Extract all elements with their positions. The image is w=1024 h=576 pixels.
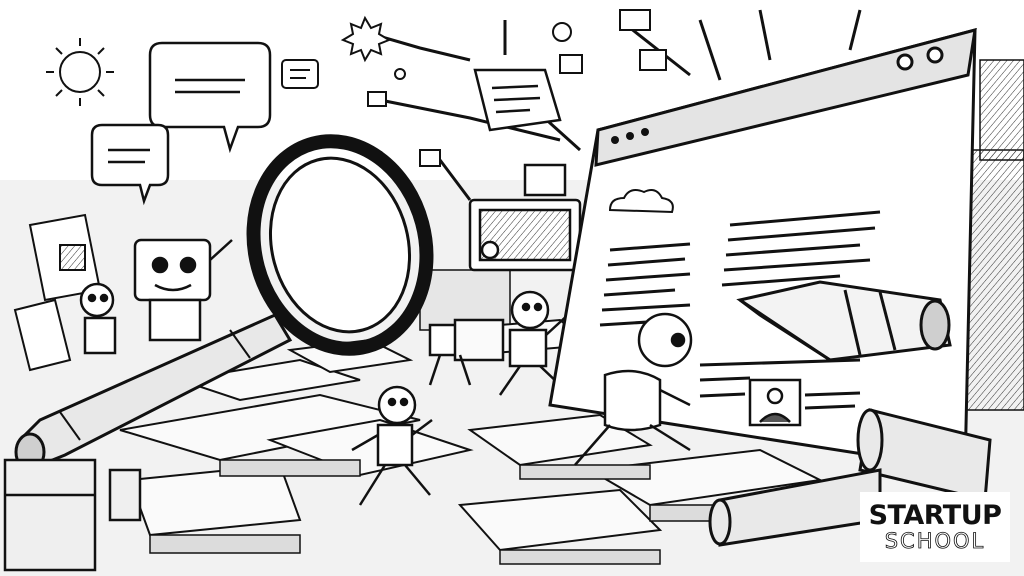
speech-bubble-small: [90, 123, 170, 206]
left-poster: [13, 213, 102, 372]
cog-icon: [340, 15, 392, 63]
startup-school-logo: STARTUP SCHOOL: [860, 492, 1010, 562]
robot-carrying-screen: [428, 318, 505, 386]
speech-bubble-tiny: [281, 59, 319, 89]
magnifying-glass-icon: [14, 134, 434, 472]
small-tags: [367, 9, 667, 167]
logo-line-school: SCHOOL: [884, 529, 986, 553]
sun-icon: [46, 38, 114, 106]
floating-card: [473, 68, 562, 132]
speech-bubble-large: [148, 41, 272, 154]
browser-cloud-icon: [608, 189, 674, 214]
crate-bottom-left: [3, 458, 142, 572]
center-machine: [468, 163, 582, 272]
pen-icon: [736, 280, 952, 362]
robot-boxhead: [133, 238, 233, 342]
browser-photo-thumbnail: [748, 378, 802, 427]
robot-entering-browser: [574, 312, 693, 466]
robot-small-left: [79, 282, 117, 355]
logo-line-startup: STARTUP: [868, 500, 1002, 531]
maze-floor: [119, 318, 824, 552]
robot-running-center: [351, 385, 433, 506]
browser-text-lines: [599, 210, 881, 410]
